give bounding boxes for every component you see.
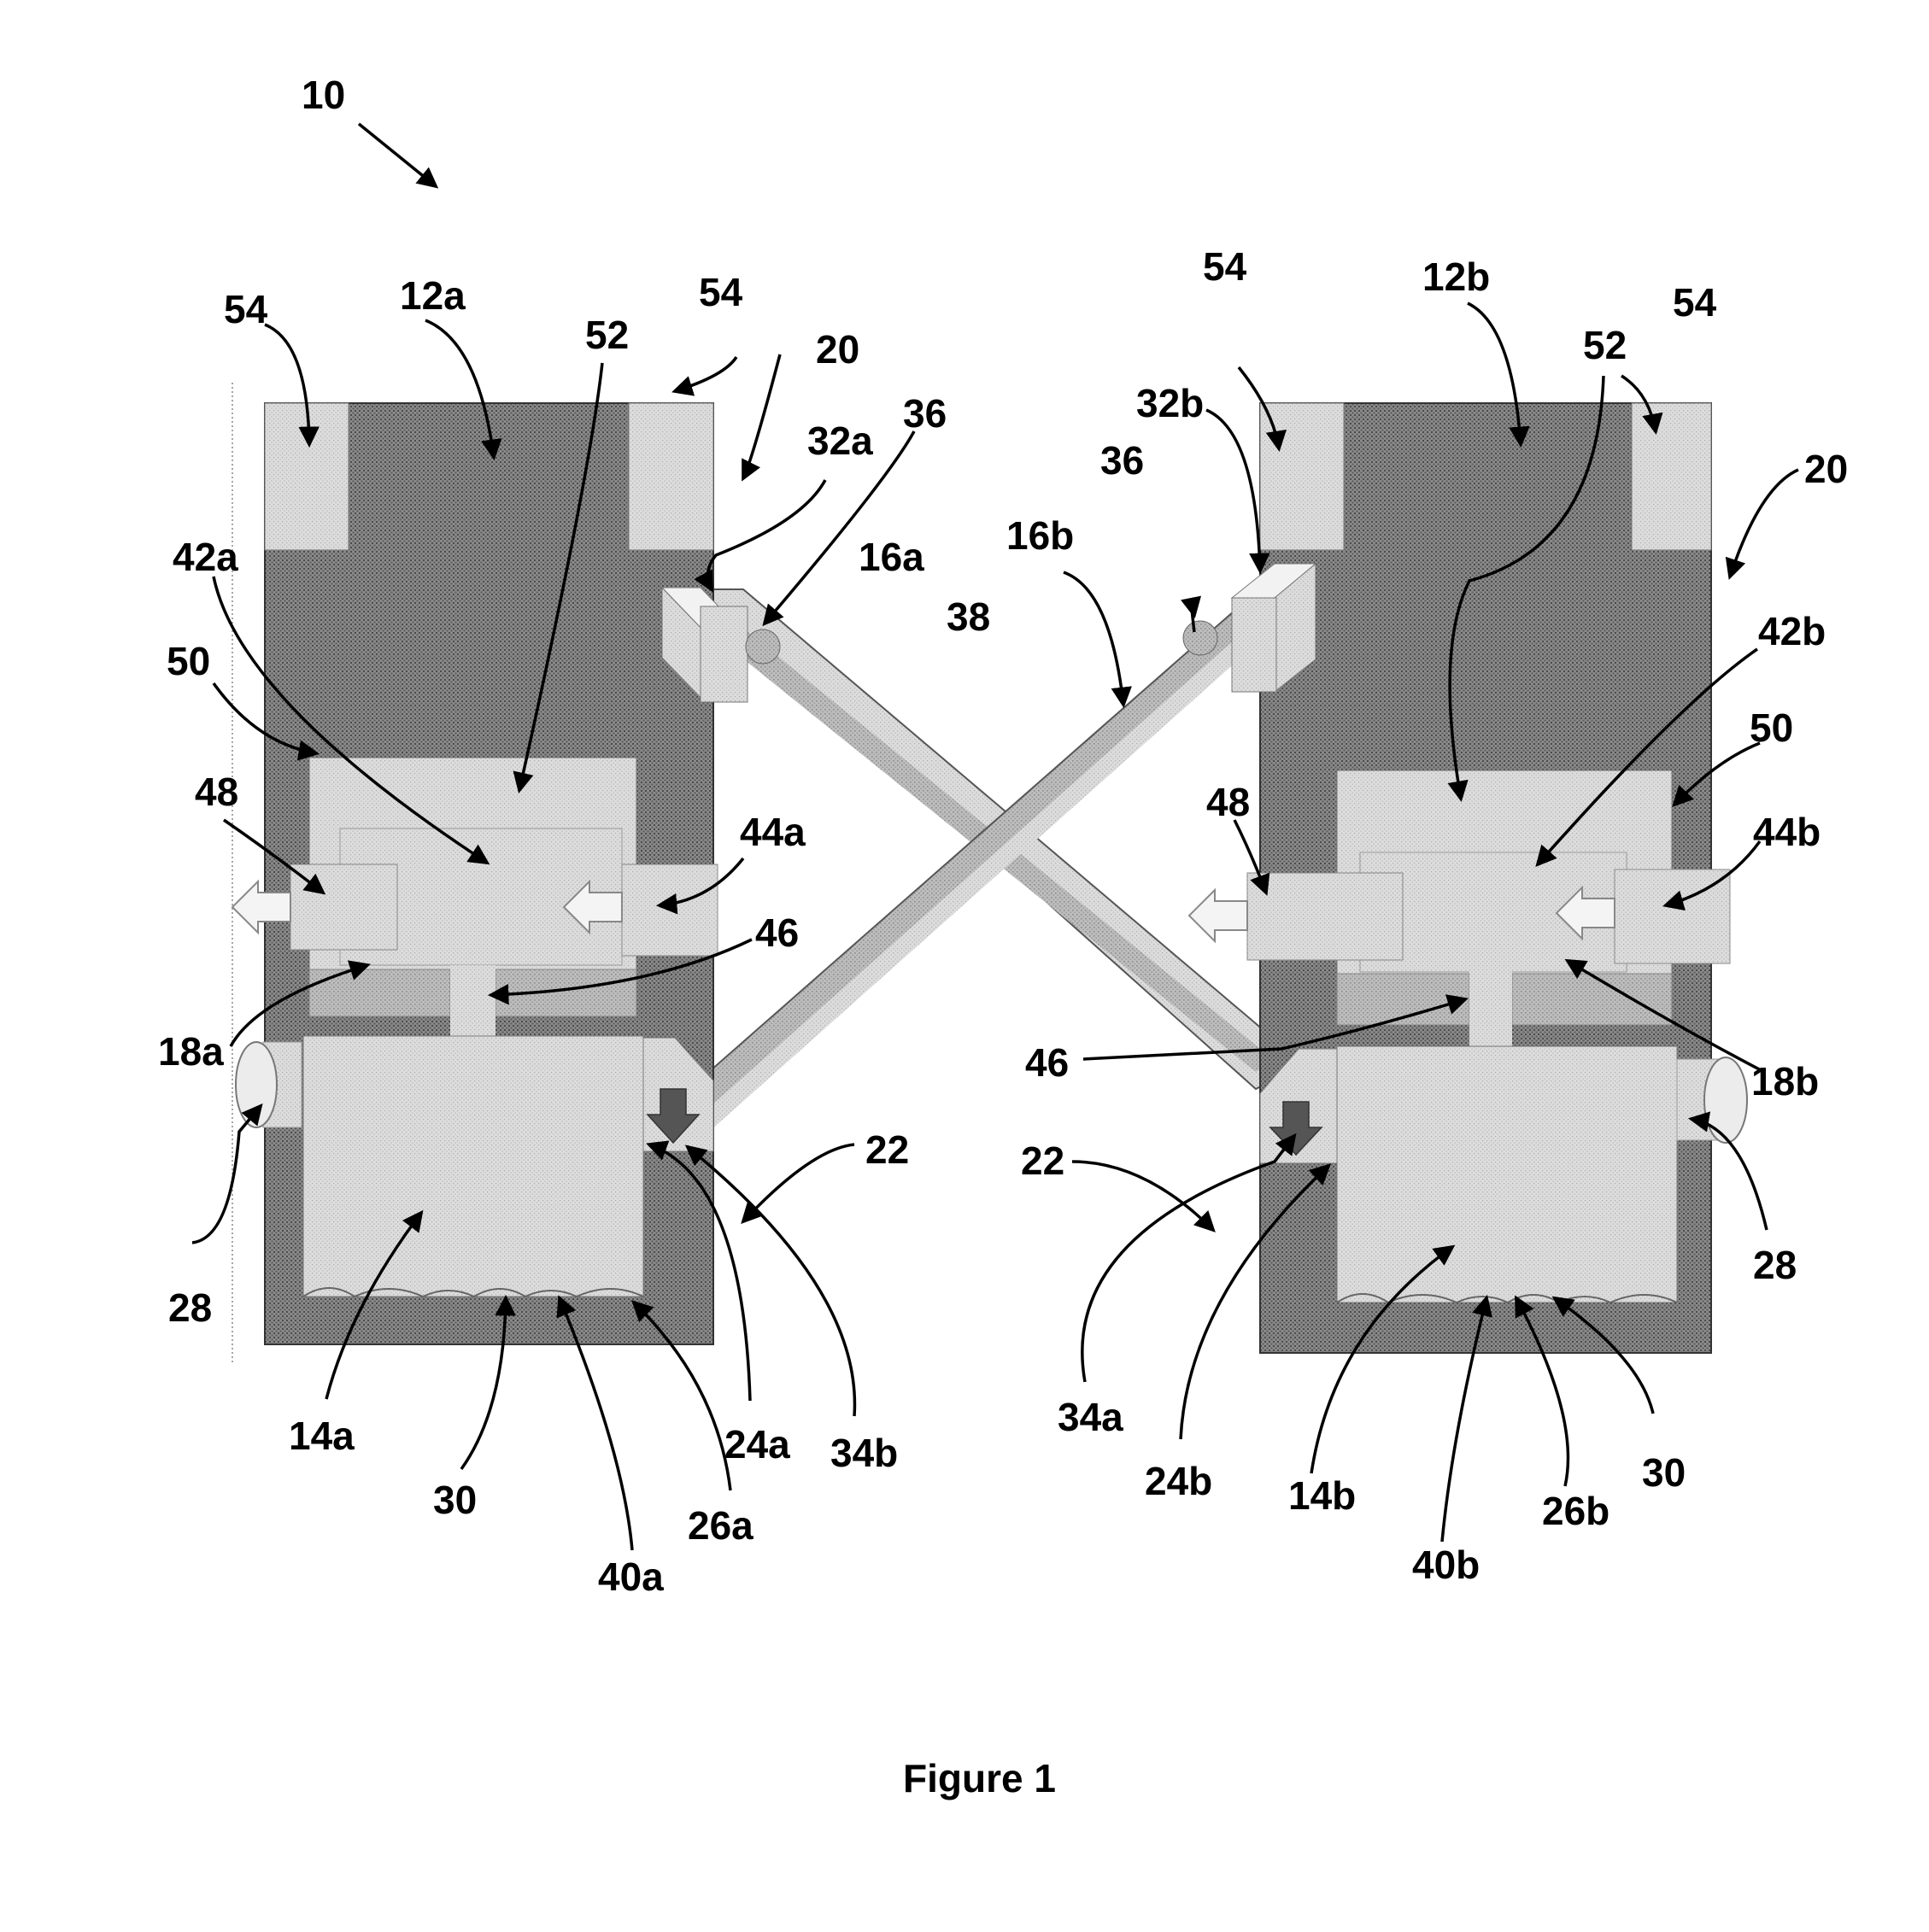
- orifice-46-a: [450, 965, 495, 1038]
- label-36-a: 36: [903, 391, 947, 436]
- label-10: 10: [302, 73, 345, 117]
- label-42a: 42a: [173, 535, 238, 579]
- label-20-a: 20: [816, 327, 859, 372]
- label-48-a: 48: [195, 770, 238, 814]
- label-16b: 16b: [1006, 513, 1074, 558]
- seal-36-a: [745, 629, 781, 664]
- block-54-left-a: [264, 402, 349, 551]
- unit-12a: [231, 383, 781, 1362]
- label-52-b: 52: [1583, 323, 1627, 367]
- arrow-34b: [646, 1088, 701, 1145]
- label-22-b: 22: [1021, 1139, 1064, 1183]
- label-54-b2: 54: [1673, 280, 1717, 325]
- figure-caption: Figure 1: [903, 1756, 1056, 1800]
- label-46-a: 46: [755, 910, 799, 955]
- label-18a: 18a: [158, 1029, 224, 1074]
- label-44a: 44a: [740, 810, 806, 854]
- label-38: 38: [947, 594, 990, 639]
- chamber-14a: [302, 1035, 644, 1297]
- label-36-b: 36: [1100, 438, 1144, 483]
- port-28-b: [1703, 1057, 1748, 1144]
- label-16a: 16a: [859, 535, 924, 579]
- label-26b: 26b: [1542, 1489, 1609, 1533]
- label-30-a: 30: [433, 1478, 477, 1522]
- label-32b: 32b: [1136, 381, 1204, 425]
- block-54-right-a: [628, 402, 714, 551]
- label-34a: 34a: [1058, 1395, 1123, 1439]
- unit-12b: [1182, 402, 1748, 1354]
- label-30-b: 30: [1642, 1450, 1686, 1495]
- label-12a: 12a: [400, 273, 466, 318]
- label-22-a: 22: [865, 1127, 909, 1172]
- connector-32a: [700, 606, 748, 703]
- label-52-a: 52: [585, 313, 629, 357]
- connector-32b: [1231, 597, 1277, 693]
- label-18b: 18b: [1751, 1059, 1819, 1104]
- port-28-a: [235, 1041, 278, 1128]
- label-24a: 24a: [724, 1422, 790, 1467]
- label-54-a2: 54: [699, 270, 743, 314]
- label-54-b1: 54: [1203, 244, 1247, 289]
- arrow-34a: [1269, 1101, 1323, 1156]
- arrow-44a: [562, 879, 623, 935]
- label-48-b: 48: [1206, 780, 1250, 824]
- label-26a: 26a: [688, 1503, 753, 1548]
- arrow-44b: [1555, 885, 1615, 941]
- label-44b: 44b: [1753, 810, 1821, 854]
- label-14b: 14b: [1288, 1473, 1356, 1518]
- label-12b: 12b: [1422, 255, 1490, 299]
- label-50-a: 50: [167, 639, 210, 683]
- leader-lines: [191, 122, 1799, 1551]
- inlet-44a: [621, 864, 718, 957]
- arrow-48-b: [1187, 887, 1248, 944]
- plate-18b: [1511, 973, 1673, 1026]
- label-40b: 40b: [1412, 1543, 1480, 1587]
- label-34b: 34b: [830, 1431, 898, 1475]
- label-40a: 40a: [598, 1554, 664, 1599]
- label-28-a: 28: [168, 1285, 212, 1330]
- outlet-48-a: [290, 864, 398, 951]
- label-20-b: 20: [1804, 447, 1848, 491]
- block-54-right-b: [1631, 402, 1712, 551]
- reference-labels: 10 54 12a 52 54 20 32a 36 42a 50 48 44a …: [158, 73, 1848, 1599]
- chamber-14b: [1336, 1045, 1678, 1303]
- label-50-b: 50: [1750, 705, 1793, 750]
- orifice-46-b: [1469, 969, 1512, 1051]
- label-28-b: 28: [1753, 1243, 1797, 1287]
- arrow-48-a: [231, 879, 291, 935]
- label-32a: 32a: [807, 419, 873, 463]
- label-46-b: 46: [1025, 1040, 1069, 1085]
- seal-36-b: [1182, 620, 1218, 656]
- label-54-a1: 54: [224, 287, 268, 331]
- label-24b: 24b: [1145, 1459, 1212, 1503]
- outlet-48-b: [1246, 872, 1404, 961]
- label-14a: 14a: [289, 1414, 355, 1458]
- label-42b: 42b: [1758, 609, 1826, 653]
